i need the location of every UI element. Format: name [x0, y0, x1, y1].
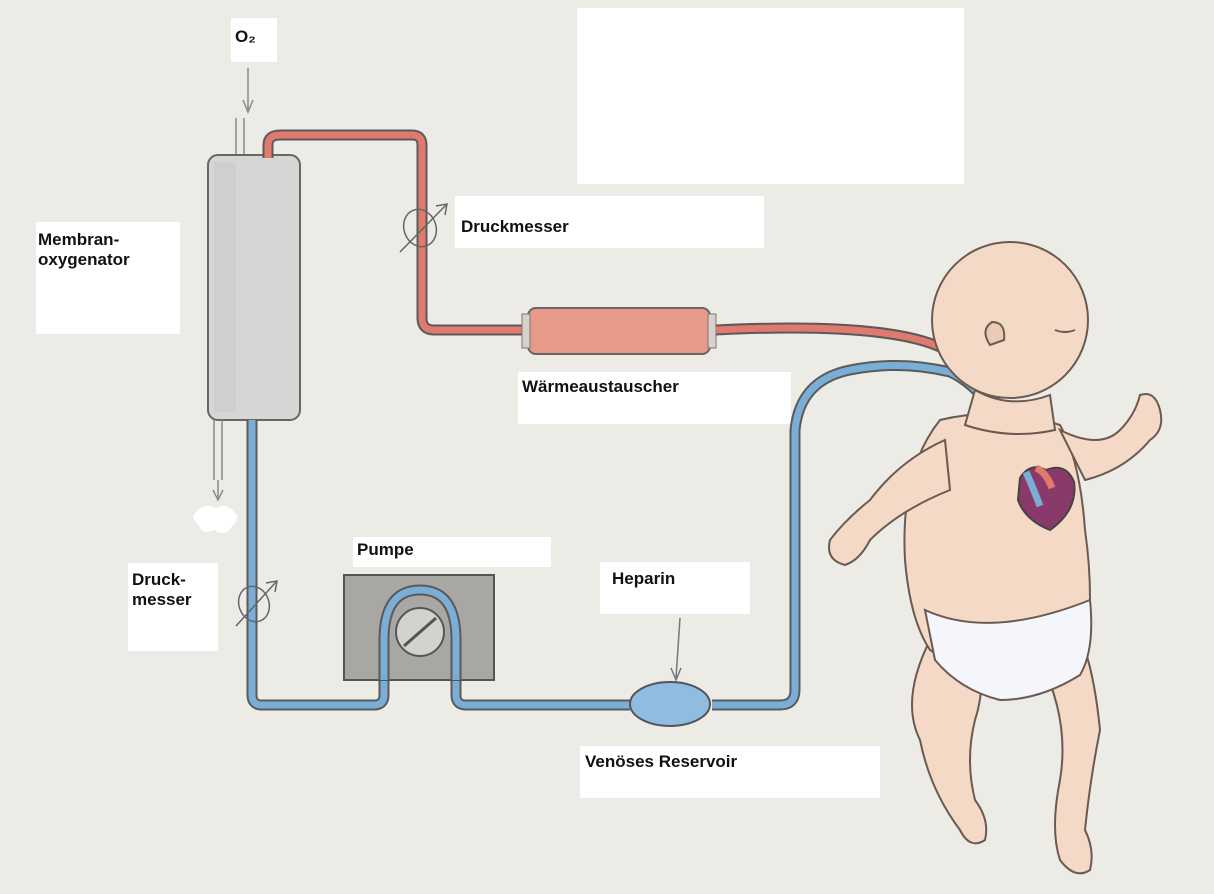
venous-reservoir-label: Venöses Reservoir [585, 752, 737, 772]
pressure-gauge-left-label-line1: Druck- [132, 570, 192, 590]
pressure-gauge-left-label: Druck- messer [132, 570, 192, 610]
gas-cloud [193, 506, 237, 533]
venous-reservoir [630, 682, 710, 726]
o2-label: O₂ [235, 27, 256, 47]
heat-exchanger-cap-right [708, 314, 716, 348]
o2-inlet-arrow [236, 68, 253, 158]
infant-head [932, 242, 1088, 398]
membrane-oxygenator-label: Membran- oxygenator [38, 230, 130, 270]
label-patch [577, 8, 964, 184]
oxygenator-shade [214, 162, 236, 412]
pump-label: Pumpe [357, 540, 414, 560]
pressure-gauge-top-label: Druckmesser [461, 217, 569, 237]
heat-exchanger [528, 308, 710, 354]
heat-exchanger-cap-left [522, 314, 530, 348]
membrane-oxygenator-label-line2: oxygenator [38, 250, 130, 270]
pressure-gauge-left-label-line2: messer [132, 590, 192, 610]
heparin-label: Heparin [612, 569, 675, 589]
gas-outlet [213, 420, 223, 500]
infant-ear [985, 322, 1004, 345]
membrane-oxygenator-label-line1: Membran- [38, 230, 130, 250]
heat-exchanger-label: Wärmeaustauscher [522, 377, 679, 397]
heparin-arrow-line [676, 618, 680, 678]
